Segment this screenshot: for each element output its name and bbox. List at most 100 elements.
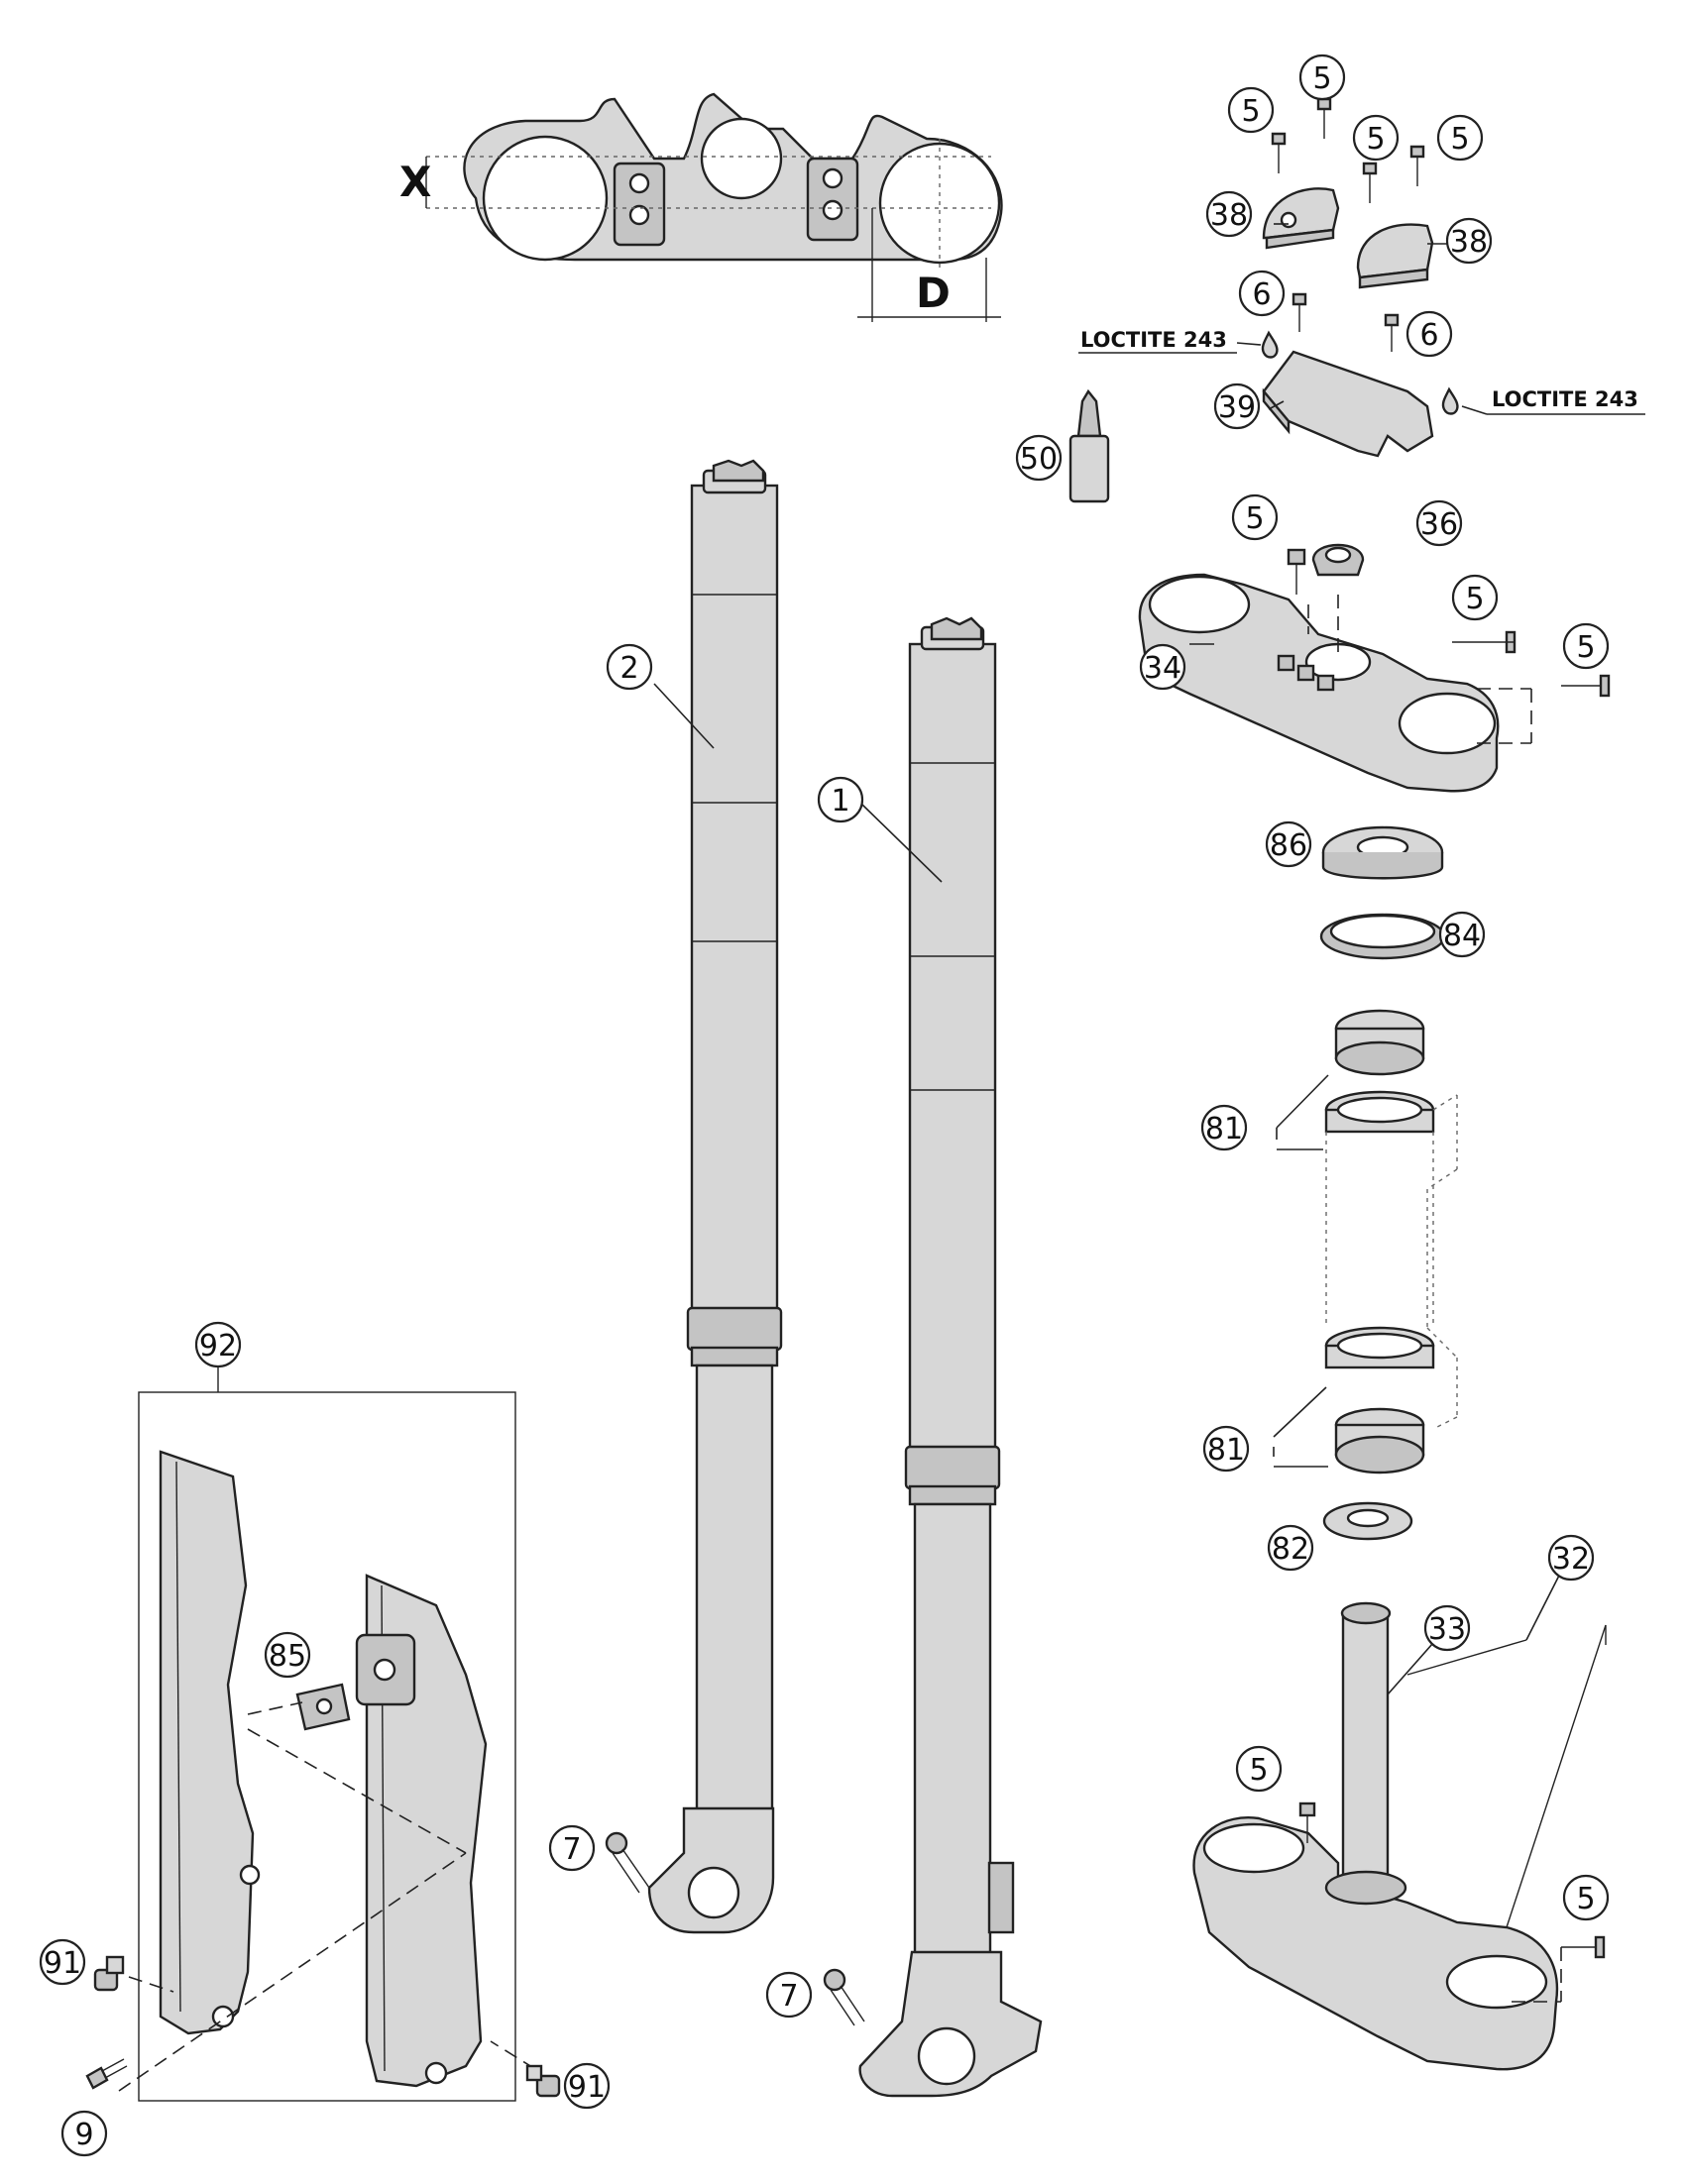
loctite-note-right: LOCTITE 243 — [1492, 387, 1638, 411]
callout-81-lower: 81 — [1202, 1425, 1250, 1473]
callout-39: 39 — [1213, 382, 1261, 430]
bearing-81-upper — [1324, 1009, 1435, 1134]
clamp-bolt-7-lower — [823, 1968, 865, 2026]
svg-text:34: 34 — [1144, 651, 1181, 686]
svg-text:5: 5 — [1366, 122, 1385, 157]
callout-5-d: 5 — [1436, 114, 1484, 162]
bolt-91-right — [525, 2064, 561, 2098]
bearing-81-lower — [1324, 1326, 1435, 1474]
svg-text:5: 5 — [1576, 630, 1595, 665]
seal-ring-84 — [1319, 913, 1446, 960]
svg-text:7: 7 — [779, 1979, 798, 2014]
bolt-91-left — [93, 1955, 125, 1992]
svg-text:5: 5 — [1465, 582, 1484, 616]
upper-triple-clamp-34 — [1138, 573, 1532, 793]
bar-mount-39 — [1262, 350, 1434, 458]
callout-81-upper: 81 — [1200, 1104, 1248, 1151]
top-clamp-plan-view — [425, 92, 1003, 322]
callout-85: 85 — [264, 1631, 311, 1679]
callout-50: 50 — [1015, 434, 1063, 482]
steering-head-outline — [1325, 1094, 1458, 1428]
callout-6-left: 6 — [1238, 270, 1286, 317]
callout-86: 86 — [1265, 820, 1312, 868]
svg-text:5: 5 — [1312, 61, 1331, 96]
callout-2: 2 — [606, 643, 653, 691]
svg-text:5: 5 — [1245, 501, 1264, 536]
svg-text:6: 6 — [1419, 318, 1438, 353]
fork-leg-1 — [858, 616, 1043, 2098]
svg-text:32: 32 — [1552, 1542, 1590, 1577]
svg-text:86: 86 — [1270, 828, 1307, 863]
dust-seal-86 — [1321, 825, 1444, 880]
svg-text:36: 36 — [1420, 507, 1458, 542]
handlebar-clamp-38-right — [1356, 223, 1434, 289]
svg-text:81: 81 — [1207, 1433, 1245, 1468]
bolts-lower-clamp — [1298, 1802, 1606, 2003]
svg-text:5: 5 — [1576, 1882, 1595, 1916]
svg-text:39: 39 — [1218, 390, 1256, 425]
callout-5-c: 5 — [1352, 114, 1400, 162]
callout-9: 9 — [60, 2110, 108, 2157]
bolt-9 — [85, 2058, 128, 2090]
svg-text:91: 91 — [44, 1946, 81, 1981]
callout-5-e: 5 — [1231, 493, 1279, 541]
callout-5-i: 5 — [1562, 1874, 1610, 1921]
callout-38-right: 38 — [1445, 217, 1493, 265]
svg-text:91: 91 — [568, 2070, 606, 2105]
stem-nut-36 — [1311, 543, 1365, 577]
loctite-drop-right — [1441, 386, 1459, 415]
callout-38-left: 38 — [1205, 190, 1253, 238]
callout-5-f: 5 — [1451, 574, 1499, 621]
callout-82: 82 — [1267, 1524, 1314, 1572]
callout-6-right: 6 — [1405, 310, 1453, 358]
svg-text:2: 2 — [619, 651, 638, 686]
svg-text:5: 5 — [1450, 122, 1469, 157]
callout-7-lower: 7 — [765, 1971, 813, 2019]
seal-82 — [1322, 1501, 1413, 1541]
handlebar-clamp-38-left — [1262, 187, 1340, 250]
callout-84: 84 — [1438, 911, 1486, 958]
callout-33: 33 — [1423, 1604, 1471, 1652]
callout-5-b: 5 — [1298, 54, 1346, 101]
svg-text:92: 92 — [199, 1329, 237, 1364]
callout-5-h: 5 — [1235, 1745, 1283, 1793]
bolts-upper-clamp — [1287, 548, 1611, 698]
svg-text:50: 50 — [1020, 442, 1058, 477]
svg-text:6: 6 — [1252, 277, 1271, 312]
dimension-d-label: D — [916, 269, 951, 317]
fork-leg-2 — [647, 459, 783, 1934]
svg-text:9: 9 — [74, 2118, 93, 2152]
fork-protector-kit — [118, 1367, 536, 2102]
svg-text:5: 5 — [1241, 94, 1260, 129]
callout-92: 92 — [194, 1321, 242, 1368]
svg-text:38: 38 — [1210, 198, 1248, 233]
callout-7-upper: 7 — [548, 1824, 596, 1872]
svg-text:1: 1 — [831, 784, 849, 819]
leader-lines — [653, 223, 1565, 1695]
callout-5-g: 5 — [1562, 622, 1610, 670]
clamp-bolt-7-upper — [605, 1831, 650, 1894]
loctite-drop-left — [1261, 330, 1279, 359]
svg-text:81: 81 — [1205, 1112, 1243, 1147]
callout-34: 34 — [1139, 643, 1186, 691]
callout-36: 36 — [1415, 499, 1463, 547]
svg-text:84: 84 — [1443, 919, 1481, 953]
loctite-tube-50 — [1068, 388, 1110, 503]
callout-91-right: 91 — [563, 2062, 611, 2110]
svg-text:82: 82 — [1272, 1532, 1309, 1567]
callout-5-a: 5 — [1227, 86, 1275, 134]
dimension-x-label: X — [399, 158, 431, 206]
lower-triple-clamp-32 — [1192, 1601, 1607, 2071]
bolt-5-set — [1271, 97, 1425, 352]
loctite-note-left: LOCTITE 243 — [1080, 328, 1227, 352]
svg-text:33: 33 — [1428, 1612, 1466, 1647]
callout-1: 1 — [817, 776, 864, 823]
svg-text:38: 38 — [1450, 225, 1488, 260]
svg-text:7: 7 — [562, 1832, 581, 1867]
svg-text:85: 85 — [269, 1639, 306, 1674]
callout-91-left: 91 — [39, 1938, 86, 1986]
callout-32: 32 — [1547, 1534, 1595, 1582]
svg-text:5: 5 — [1249, 1753, 1268, 1788]
